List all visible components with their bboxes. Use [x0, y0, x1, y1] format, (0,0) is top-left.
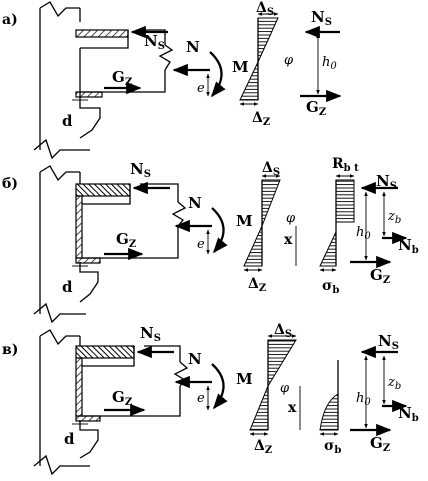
panel-b-beam [82, 183, 179, 259]
panel-c-right-gz: GZ [370, 434, 390, 454]
panel-b-nb: Nb [398, 236, 419, 256]
panel-c-zb: zb [387, 375, 401, 392]
panel-b-vertical-bar [75, 195, 83, 259]
panel-a-beam [79, 29, 166, 93]
panel-b-rbt: Rb t [332, 156, 359, 174]
panel-b-delta-z: ΔZ [248, 276, 266, 294]
panel-c-delta-s: ΔS [274, 322, 292, 340]
panel-c-ns-label: NS [140, 324, 161, 344]
panel-b-ns-label: NS [130, 160, 151, 180]
panel-a-tag: а) [2, 12, 18, 28]
panel-b-phi: φ [286, 211, 296, 226]
panel-c-x: x [288, 400, 297, 416]
panel-c: в) NS GZ N M e d ΔS ΔZ [2, 322, 419, 476]
panel-a-m-label: M [232, 58, 249, 76]
panel-c-n-label: N [188, 350, 202, 368]
panel-a-m-arrow [209, 51, 226, 98]
panel-a-h0: h0 [322, 55, 337, 72]
panel-a-d-label: d [62, 112, 73, 130]
panel-b-e-label: e [197, 237, 205, 252]
panel-c-top-bar [75, 345, 135, 359]
panel-b-x: x [284, 232, 293, 248]
panel-b-strain-diagram [243, 174, 281, 272]
panel-c-h0: h0 [356, 391, 371, 408]
panel-a-ns-label: NS [144, 32, 165, 52]
panel-c-right-ns: NS [378, 332, 399, 352]
panel-b-break [171, 201, 187, 227]
panel-a-phi: φ [284, 53, 294, 68]
panel-a-n-label: N [186, 38, 200, 56]
panel-c-e-label: e [197, 391, 205, 406]
panel-b-h0: h0 [356, 225, 371, 242]
panel-b-d-label: d [62, 278, 73, 296]
panel-b-top-bar [75, 183, 131, 197]
panel-b-right-gz: GZ [370, 266, 390, 286]
panel-c-stress-diagram [319, 360, 339, 436]
panel-c-gz-label: GZ [112, 388, 132, 408]
panel-c-bottom-bar [75, 415, 101, 422]
panel-c-m-arrow [211, 363, 228, 410]
panel-c-m-label: M [236, 370, 253, 388]
panel-c-column [33, 329, 99, 476]
panel-a: а) NS GZ N M e d [2, 0, 342, 160]
panel-c-sigma-b: σb [324, 438, 341, 456]
panel-c-beam [82, 345, 181, 417]
panel-c-vertical-bar [75, 357, 83, 417]
panel-b-tag: б) [2, 176, 18, 192]
panel-a-right-gz: GZ [306, 98, 326, 118]
panel-c-d-label: d [64, 430, 75, 448]
panel-b-stress-diagram [319, 174, 355, 272]
panel-a-bottom-bar [75, 91, 103, 98]
panel-b-m-arrow [211, 207, 228, 254]
panel-a-right-ns: NS [311, 8, 332, 28]
panel-b-sigma-b: σb [322, 278, 339, 296]
panel-c-tag: в) [2, 342, 18, 358]
panel-a-delta-z: ΔZ [252, 110, 270, 128]
panel-a-break [158, 44, 174, 71]
panel-b-n-label: N [188, 194, 202, 212]
panel-b-m-label: M [236, 212, 253, 230]
panel-b-zb: zb [387, 209, 401, 226]
panel-b: б) NS GZ N M e d ΔS ΔZ [2, 156, 419, 324]
panel-c-nb: Nb [398, 404, 419, 424]
panel-b-right-ns: NS [376, 172, 397, 192]
panel-c-phi: φ [280, 381, 290, 396]
panel-a-gz-label: GZ [112, 68, 132, 88]
panel-c-strain-diagram [249, 334, 297, 436]
panel-c-delta-z: ΔZ [254, 438, 272, 456]
panel-a-delta-s: ΔS [256, 0, 274, 18]
panel-b-bottom-bar [75, 257, 101, 264]
panel-a-e-label: e [197, 81, 205, 96]
panel-a-top-bar [75, 29, 129, 38]
panel-a-column [33, 1, 101, 160]
panel-b-delta-s: ΔS [262, 160, 280, 178]
panel-a-strain-diagram [239, 12, 279, 106]
panel-b-column [33, 165, 99, 324]
panel-b-gz-label: GZ [116, 230, 136, 250]
